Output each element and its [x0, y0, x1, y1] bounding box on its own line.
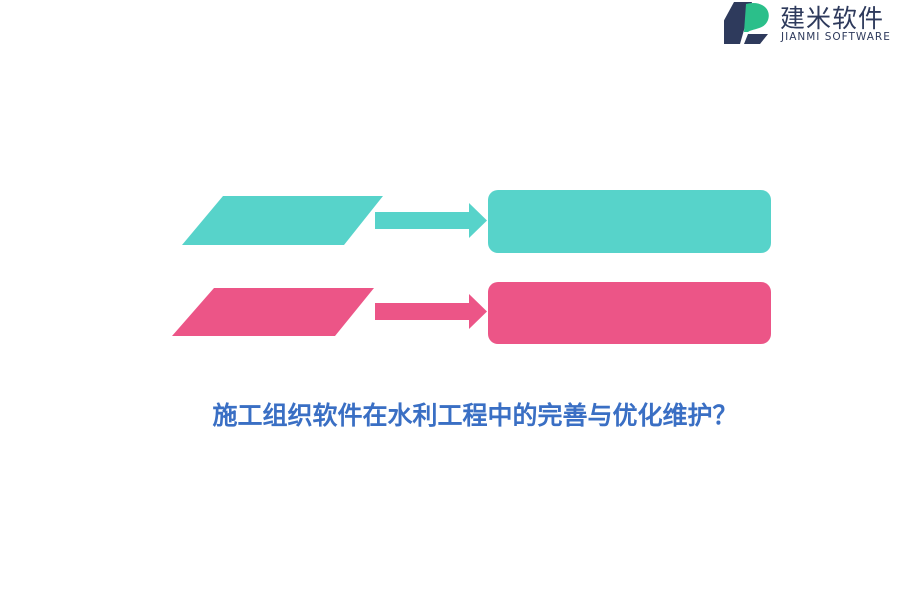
teal-parallelogram: [182, 196, 383, 245]
brand-name-en: JIANMI SOFTWARE: [781, 31, 891, 43]
jianmi-logo-icon: [724, 2, 769, 44]
page-title: 施工组织软件在水利工程中的完善与优化维护？: [212, 401, 738, 430]
brand-logo: 建米软件 JIANMI SOFTWARE: [724, 0, 900, 48]
pink-parallelogram: [172, 288, 374, 336]
pink-result-box: [488, 282, 771, 344]
teal-result-box: [488, 190, 771, 253]
teal-arrow: [375, 203, 487, 238]
pink-arrow: [375, 294, 487, 329]
brand-name-cn: 建米软件: [780, 4, 885, 33]
